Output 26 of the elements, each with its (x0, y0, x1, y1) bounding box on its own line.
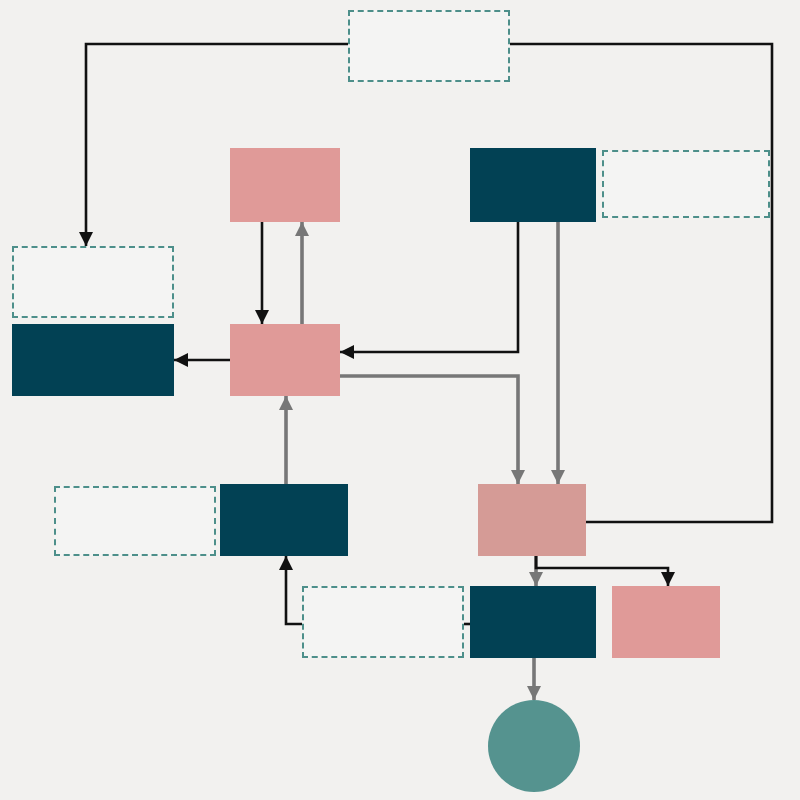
dashed-placeholder-box (12, 246, 174, 318)
process-box (12, 324, 174, 396)
arrow (174, 353, 230, 367)
arrow (340, 222, 520, 359)
arrow (527, 658, 541, 700)
connector-line (510, 42, 774, 524)
process-box (612, 586, 720, 658)
arrow (529, 556, 543, 586)
arrow (255, 222, 269, 324)
arrow (79, 42, 348, 246)
arrow (279, 396, 293, 484)
arrow (295, 222, 309, 324)
process-box (470, 148, 596, 222)
process-box (470, 586, 596, 658)
process-box (230, 324, 340, 396)
dashed-placeholder-box (602, 150, 770, 218)
process-box (478, 484, 586, 556)
arrow (534, 556, 675, 586)
arrow (340, 374, 525, 484)
process-box (220, 484, 348, 556)
dashed-placeholder-box (54, 486, 216, 556)
arrow (279, 556, 302, 626)
arrow (551, 222, 565, 484)
dashed-placeholder-box (348, 10, 510, 82)
process-box (230, 148, 340, 222)
dashed-placeholder-box (302, 586, 464, 658)
